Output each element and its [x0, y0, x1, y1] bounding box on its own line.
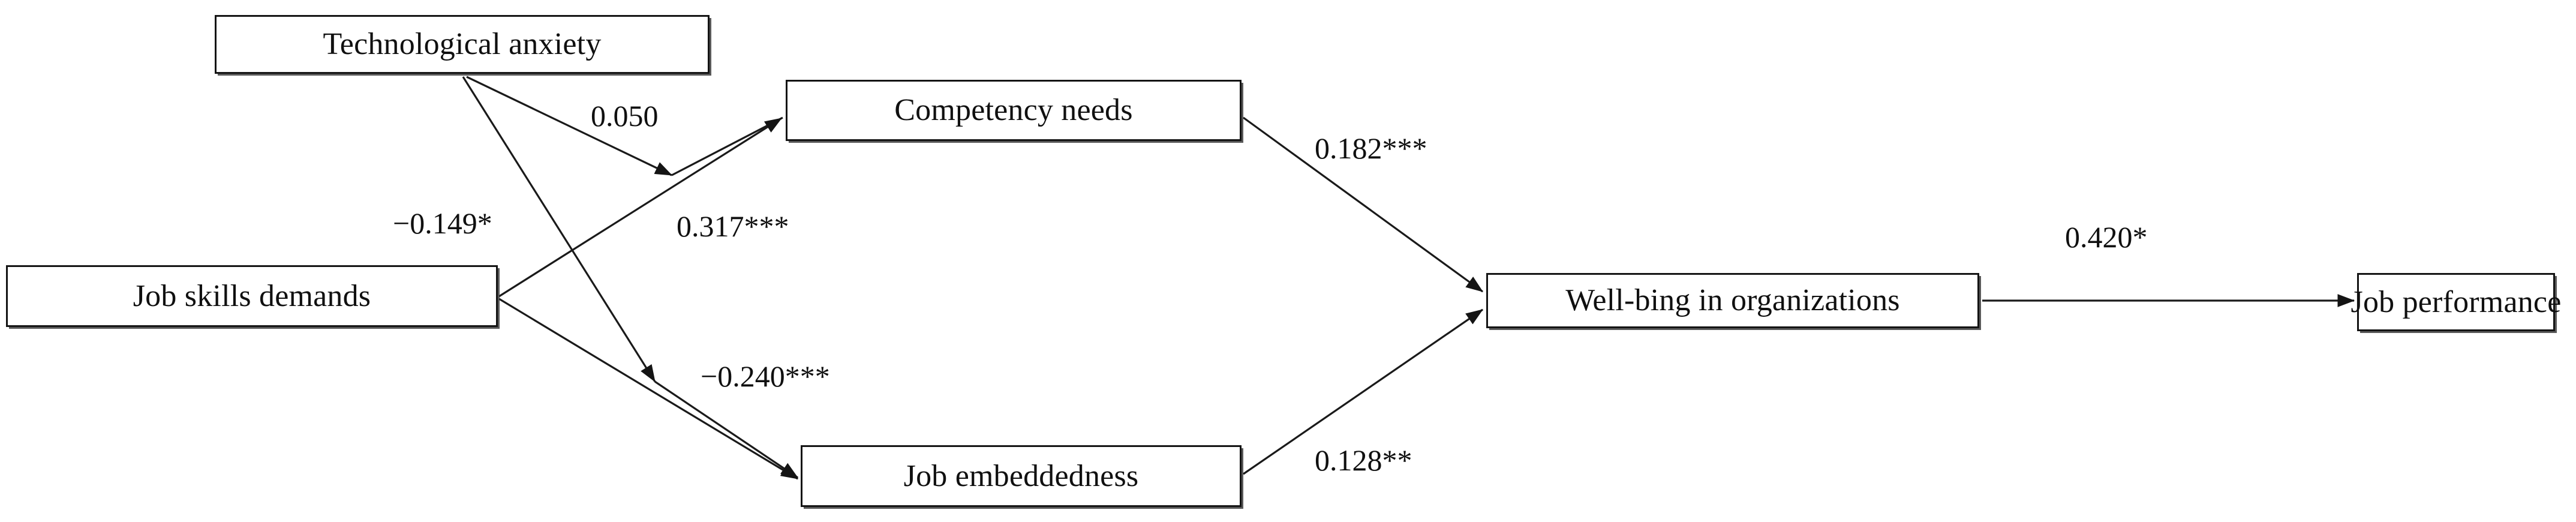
edge-label-jsd-je: −0.240***: [701, 361, 830, 391]
edge-label-cn-wb: 0.182***: [1315, 133, 1427, 163]
edge-significance-stars: *: [477, 206, 492, 240]
node-label: Well-bing in organizations: [1565, 283, 1900, 317]
node-job-embeddedness[interactable]: Job embeddedness: [801, 445, 1242, 507]
edge-significance-stars: **: [1382, 443, 1412, 477]
edge-significance-stars: ***: [784, 359, 830, 393]
edge-label-ta-je: −0.149*: [393, 208, 492, 238]
edge-coefficient: −0.149: [393, 206, 477, 240]
node-job-skills-demands[interactable]: Job skills demands: [6, 265, 498, 327]
edge-significance-stars: ***: [744, 209, 789, 243]
node-technological-anxiety[interactable]: Technological anxiety: [215, 15, 710, 74]
node-label: Technological anxiety: [323, 27, 602, 61]
edge-line-ta-je: [462, 76, 799, 479]
edge-line-jsd-je: [498, 298, 799, 480]
edge-coefficient: 0.182: [1315, 131, 1382, 165]
edge-label-je-wb: 0.128**: [1315, 445, 1412, 475]
node-label: Competency needs: [894, 93, 1133, 127]
edge-significance-stars: *: [2132, 220, 2148, 254]
edge-coefficient: 0.317: [677, 209, 744, 243]
node-label: Job performance: [2350, 284, 2562, 319]
edge-significance-stars: ***: [1382, 131, 1427, 165]
edge-label-ta-cn: 0.050: [591, 101, 659, 131]
node-competency-needs[interactable]: Competency needs: [786, 80, 1242, 141]
node-label: Job skills demands: [133, 278, 371, 313]
node-label: Job embeddedness: [903, 458, 1139, 493]
node-job-performance[interactable]: Job performance: [2351, 273, 2561, 331]
edge-coefficient: 0.128: [1315, 443, 1382, 477]
edge-coefficient: 0.420: [2065, 220, 2133, 254]
edge-label-wb-jp: 0.420*: [2065, 222, 2148, 252]
edge-label-jsd-cn: 0.317***: [677, 211, 789, 241]
edge-line-cn-wb: [1243, 116, 1484, 293]
node-wellbeing-in-organizations[interactable]: Well-bing in organizations: [1486, 273, 1979, 328]
edge-coefficient: −0.240: [701, 359, 785, 393]
edge-line-jsd-cn: [498, 117, 783, 298]
edge-line-je-wb: [1243, 308, 1484, 475]
edge-coefficient: 0.050: [591, 99, 659, 133]
